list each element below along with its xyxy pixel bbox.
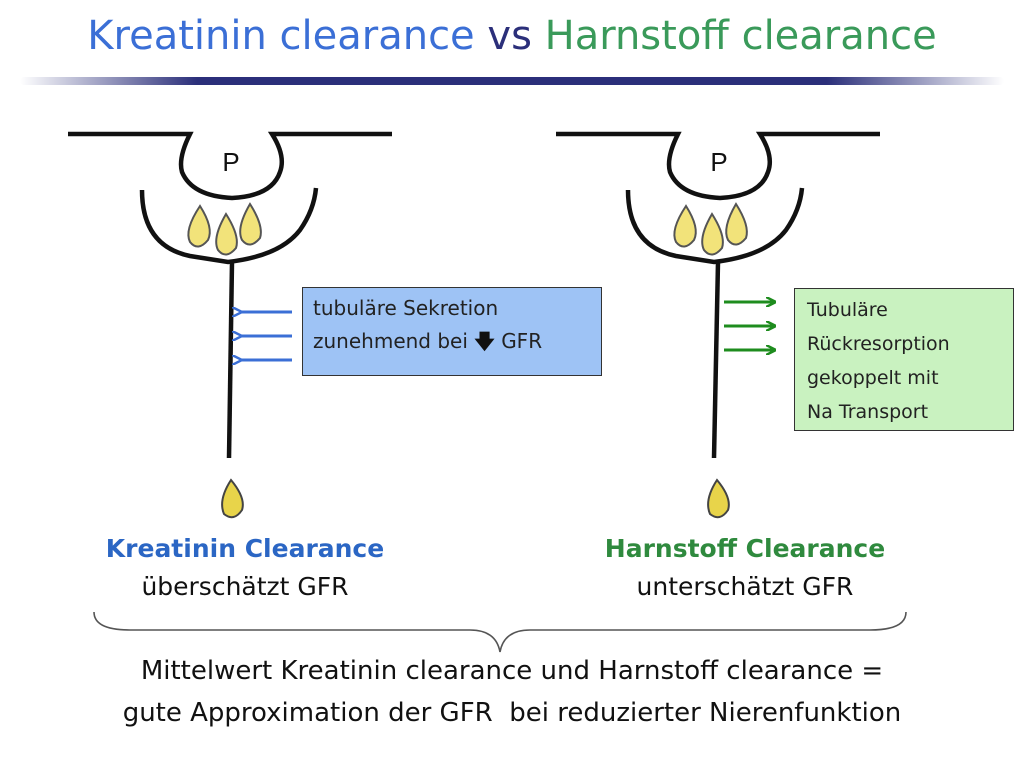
conclusion-text: Mittelwert Kreatinin clearance und Harns…	[0, 650, 1024, 734]
secretion-line-1: tubuläre Sekretion	[313, 296, 499, 320]
reabsorption-line-2: Rückresorption	[807, 333, 950, 355]
drop-icon	[239, 202, 262, 246]
left-nephron: P	[68, 131, 392, 519]
drop-icon	[673, 204, 697, 248]
right-filtrate-drops	[673, 202, 748, 256]
right-urine-drop-icon	[707, 478, 730, 519]
slide-title: Kreatinin clearance vs Harnstoff clearan…	[0, 12, 1024, 60]
left-tubule	[226, 261, 235, 459]
title-kreatinin: Kreatinin clearance	[87, 13, 475, 59]
left-capillary-label: P	[222, 147, 239, 177]
secretion-box: tubuläre Sekretion zunehmend bei 🡇 GFR	[302, 287, 602, 376]
kreatinin-clearance-label: Kreatinin Clearance überschätzt GFR	[90, 530, 400, 606]
left-capillary	[68, 131, 392, 201]
title-vs: vs	[487, 13, 532, 59]
reabsorption-line-1: Tubuläre	[807, 299, 888, 321]
right-capillary-label: P	[710, 147, 727, 177]
left-urine-drop-icon	[221, 478, 244, 519]
reabsorption-line-4: Na Transport	[807, 401, 929, 423]
right-bowman-capsule	[625, 187, 805, 265]
down-arrow-icon: 🡇	[474, 329, 495, 353]
title-harnstoff: Harnstoff clearance	[544, 13, 937, 59]
drop-icon	[187, 204, 211, 248]
secretion-line-2-prefix: zunehmend bei	[313, 329, 468, 353]
secretion-line-2-suffix: GFR	[501, 329, 543, 353]
grouping-brace	[93, 611, 907, 653]
secretion-arrows	[240, 312, 292, 360]
conclusion-line-2: gute Approximation der GFR bei reduziert…	[122, 698, 902, 728]
kreatinin-clearance-title: Kreatinin Clearance	[105, 534, 385, 563]
harnstoff-clearance-title: Harnstoff Clearance	[604, 534, 886, 563]
reabsorption-line-3: gekoppelt mit	[807, 367, 939, 389]
drop-icon	[701, 212, 724, 256]
harnstoff-clearance-label: Harnstoff Clearance unterschätzt GFR	[590, 530, 900, 606]
reabsorption-arrows	[724, 302, 774, 350]
right-tubule	[711, 261, 721, 459]
reabsorption-box: Tubuläre Rückresorption gekoppelt mit Na…	[794, 288, 1014, 431]
left-filtrate-drops	[187, 202, 262, 256]
harnstoff-clearance-note: unterschätzt GFR	[636, 572, 854, 601]
left-bowman-capsule	[139, 187, 319, 265]
right-capillary	[556, 131, 880, 201]
conclusion-line-1: Mittelwert Kreatinin clearance und Harns…	[140, 656, 884, 686]
secretion-line-2: zunehmend bei 🡇 GFR	[313, 325, 591, 358]
drop-icon	[725, 202, 748, 246]
drop-icon	[215, 212, 238, 256]
kreatinin-clearance-note: überschätzt GFR	[141, 572, 349, 601]
title-underline	[20, 77, 1004, 85]
right-nephron: P	[556, 131, 880, 519]
